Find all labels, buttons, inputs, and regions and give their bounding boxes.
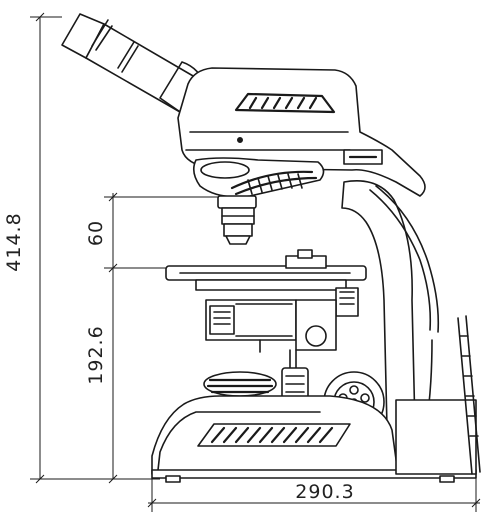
base-width-label: 290.3 [295,481,354,503]
height-dimension-60: 60 [85,192,225,273]
field-lens-housing [203,371,277,397]
rear-cable-ladder [457,315,481,475]
height-dimension-192-6: 192.6 [85,268,118,484]
condenser [205,299,337,371]
nosepiece-turret [192,157,325,198]
stage-height-label: 192.6 [85,325,107,384]
height-dimension-414-8: 414.8 [3,12,160,484]
objective-lens [217,195,257,245]
objective-clearance-label: 60 [85,220,107,246]
microscope [61,13,481,483]
turret-knurl [247,173,303,195]
total-height-label: 414.8 [3,212,25,271]
head-vent-grille [248,96,318,110]
microscope-base [151,395,477,483]
base-vent-grille [210,426,334,444]
